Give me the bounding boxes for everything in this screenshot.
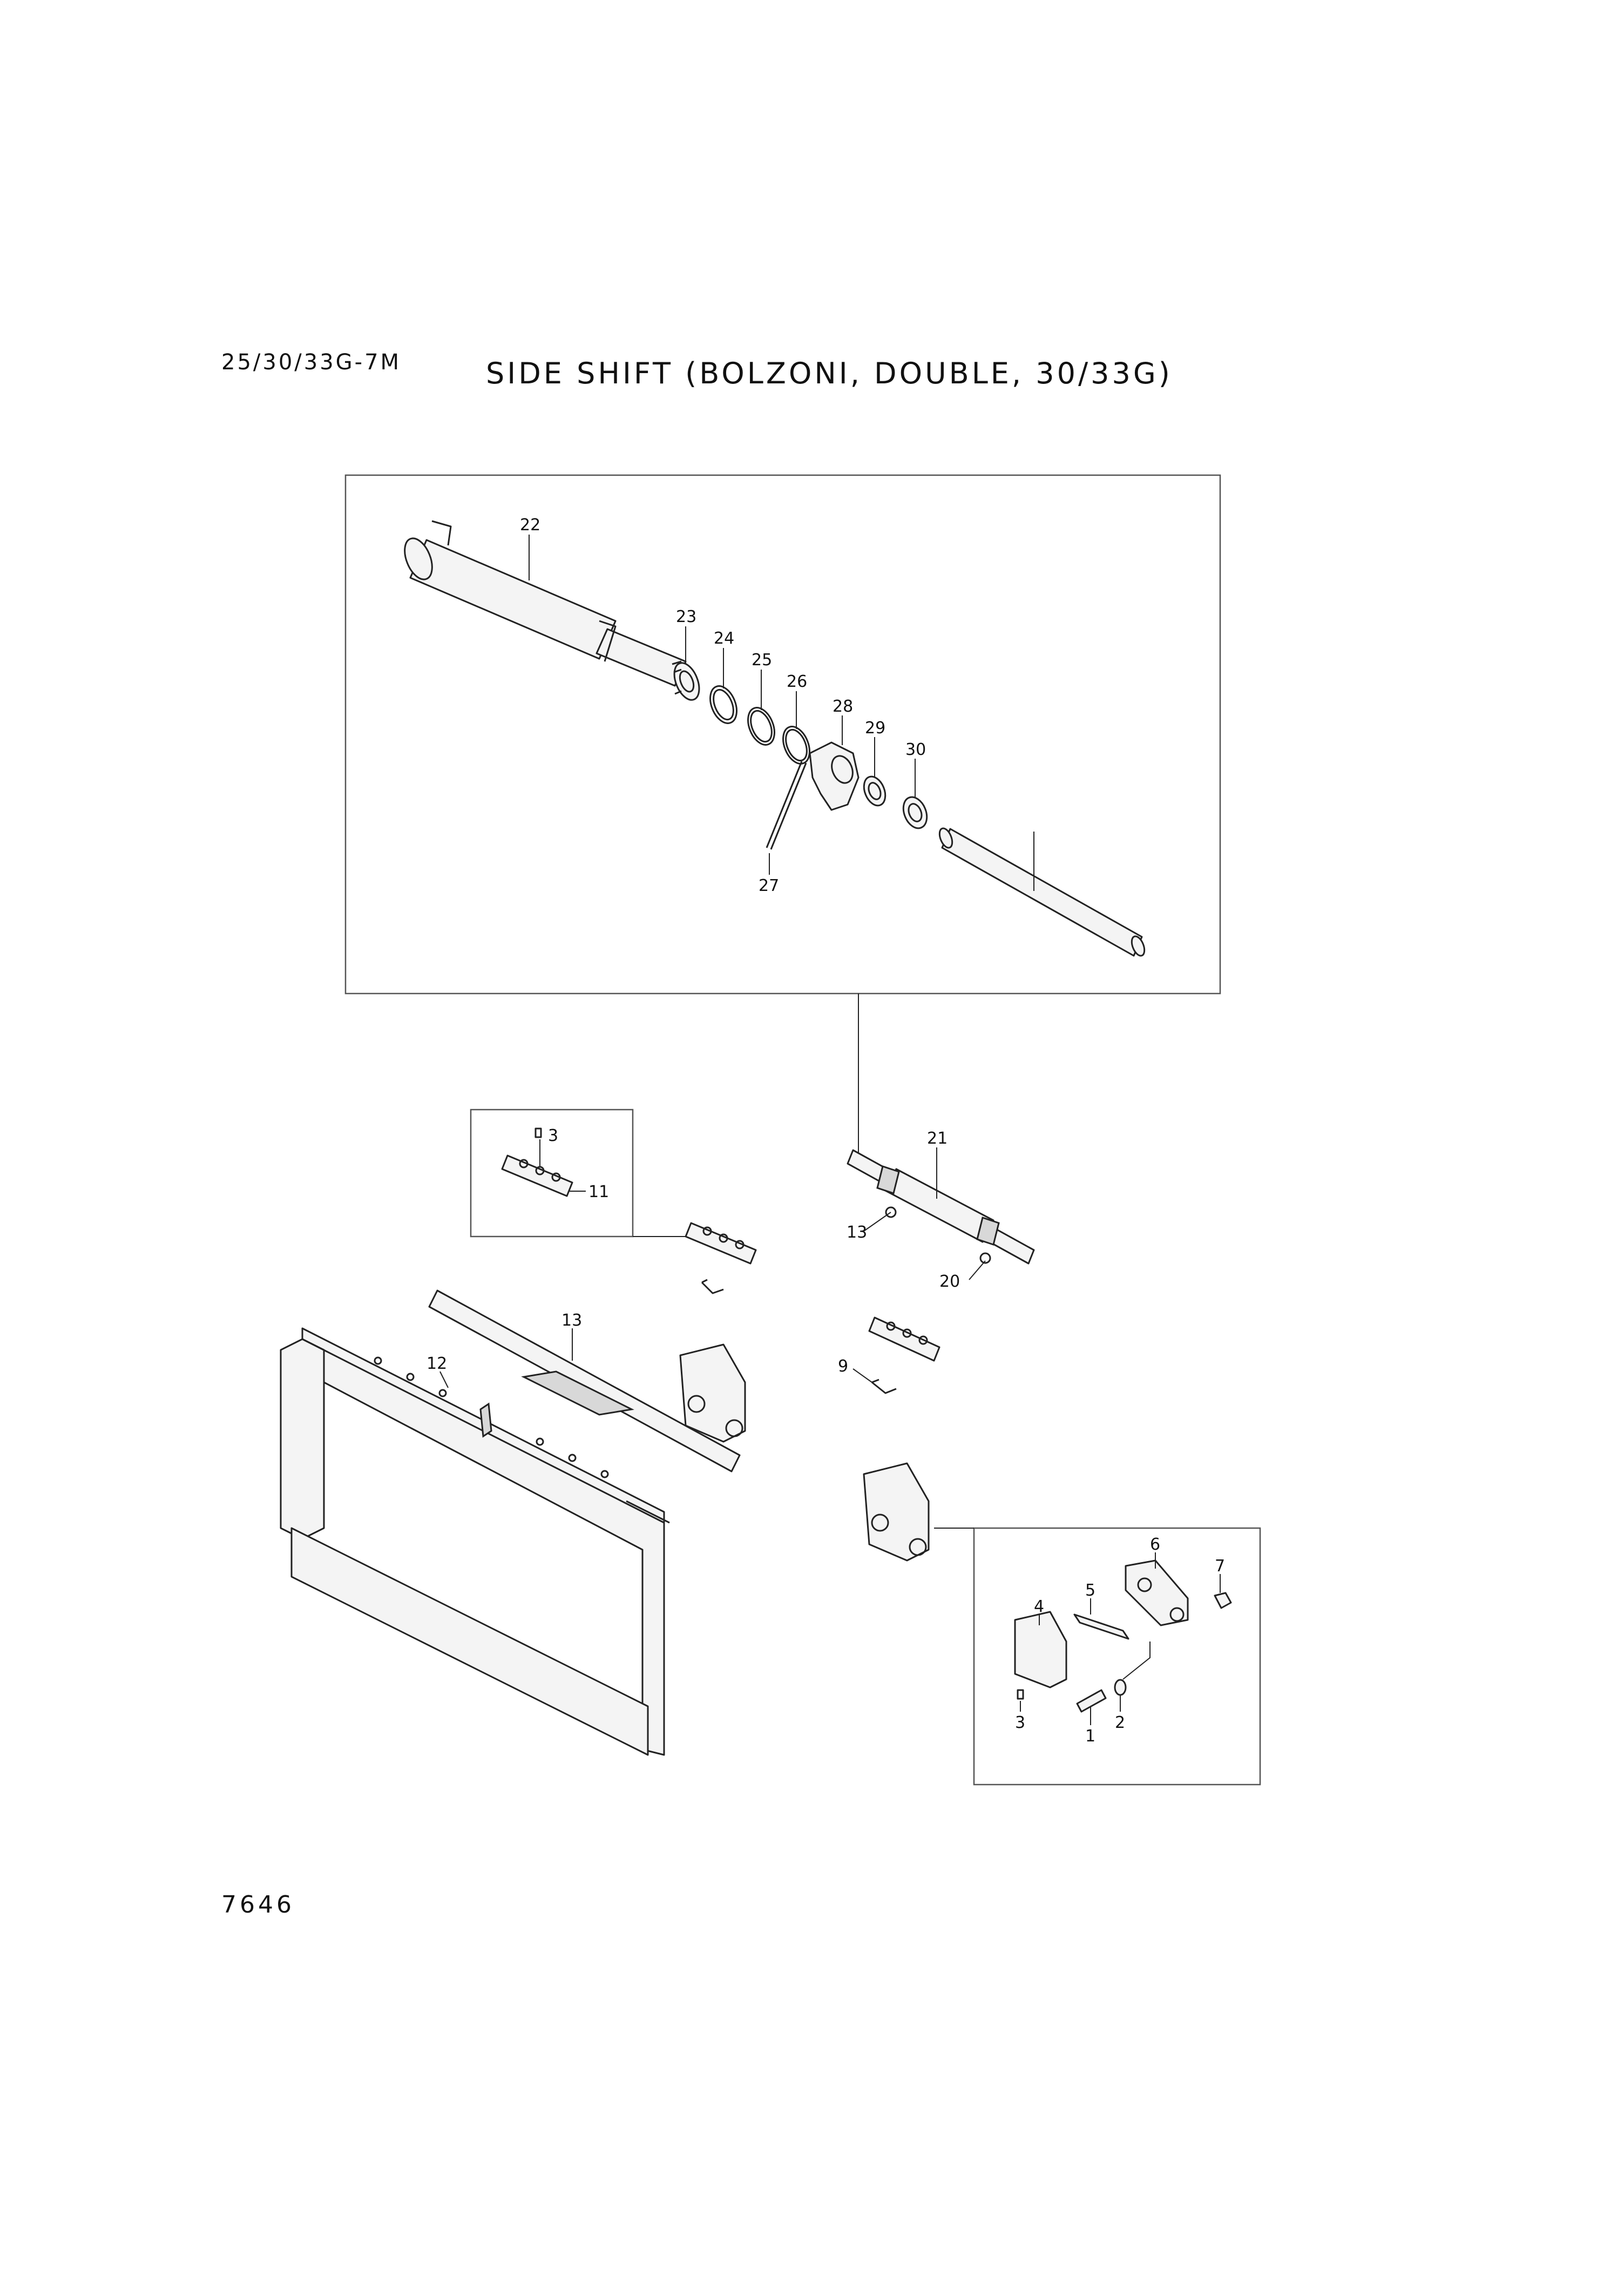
callout-23: 24 [714, 629, 734, 648]
callout-26: 27 [759, 876, 779, 895]
cylinder-barrel [404, 520, 687, 687]
rod-bracket [809, 741, 860, 811]
washer-2 [1114, 1679, 1127, 1696]
lower-hanger [863, 1462, 930, 1562]
callout-13-lower: 20 [939, 1272, 960, 1291]
piston-rod [938, 827, 1146, 957]
clip-upper [701, 1279, 724, 1294]
pad-detail-box [470, 1109, 634, 1238]
callout-5: 5 [1085, 1581, 1095, 1600]
callout-22: 23 [676, 607, 696, 626]
callout-28: 29 [865, 719, 885, 738]
callout-2: 2 [1115, 1713, 1125, 1732]
page-title: SIDE SHIFT (BOLZONI, DOUBLE, 30/33G) [486, 356, 1173, 390]
callout-6: 6 [1150, 1535, 1160, 1554]
clip-8 [871, 1379, 897, 1394]
bushing-3 [1017, 1689, 1024, 1700]
callout-24: 25 [752, 651, 772, 670]
hanger-plate-4 [1014, 1611, 1067, 1688]
leader-lines [439, 535, 1221, 1725]
page-number: 7646 [221, 1891, 295, 1919]
pin-26 [766, 761, 803, 848]
callout-25: 26 [787, 672, 807, 691]
bolt-1 [1076, 1689, 1107, 1713]
callout-21: 22 [520, 516, 540, 535]
ring-25 [782, 726, 810, 765]
callout-4: 4 [1034, 1597, 1044, 1616]
callout-11: 12 [427, 1354, 447, 1373]
shim-5 [1073, 1613, 1129, 1640]
callout-13-upper: 13 [847, 1223, 867, 1242]
callout-labels: 22 23 24 25 26 27 28 29 30 21 3 11 13 20… [427, 516, 1225, 1746]
seal-28 [863, 775, 887, 807]
model-code: 25/30/33G-7M [221, 350, 402, 375]
seal-29 [902, 796, 928, 829]
cylinder-detail-box [344, 474, 1221, 995]
callout-3-detail: 3 [1015, 1713, 1025, 1732]
rod-gland [672, 660, 700, 701]
callout-20: 21 [927, 1129, 948, 1148]
upper-pad [685, 1222, 757, 1265]
nut-7 [1214, 1592, 1232, 1609]
callout-29: 30 [905, 740, 926, 759]
ring-23 [709, 685, 737, 724]
side-shift-cylinder [847, 1149, 1035, 1265]
upper-hanger [679, 1343, 746, 1443]
hanger-detail-box [973, 1527, 1261, 1786]
ring-24 [747, 707, 775, 746]
callout-9: 11 [588, 1183, 609, 1201]
callout-3-upper: 3 [548, 1126, 558, 1145]
callout-12: 13 [561, 1311, 582, 1330]
callout-7: 7 [1215, 1557, 1225, 1576]
callout-8: 9 [838, 1357, 848, 1376]
upper-pad-detail [501, 1127, 573, 1197]
lower-pad [868, 1316, 940, 1362]
carriage-frame [280, 1327, 670, 1756]
callout-27: 28 [833, 697, 853, 716]
callout-1: 1 [1085, 1727, 1095, 1746]
bar-12 [428, 1289, 741, 1472]
